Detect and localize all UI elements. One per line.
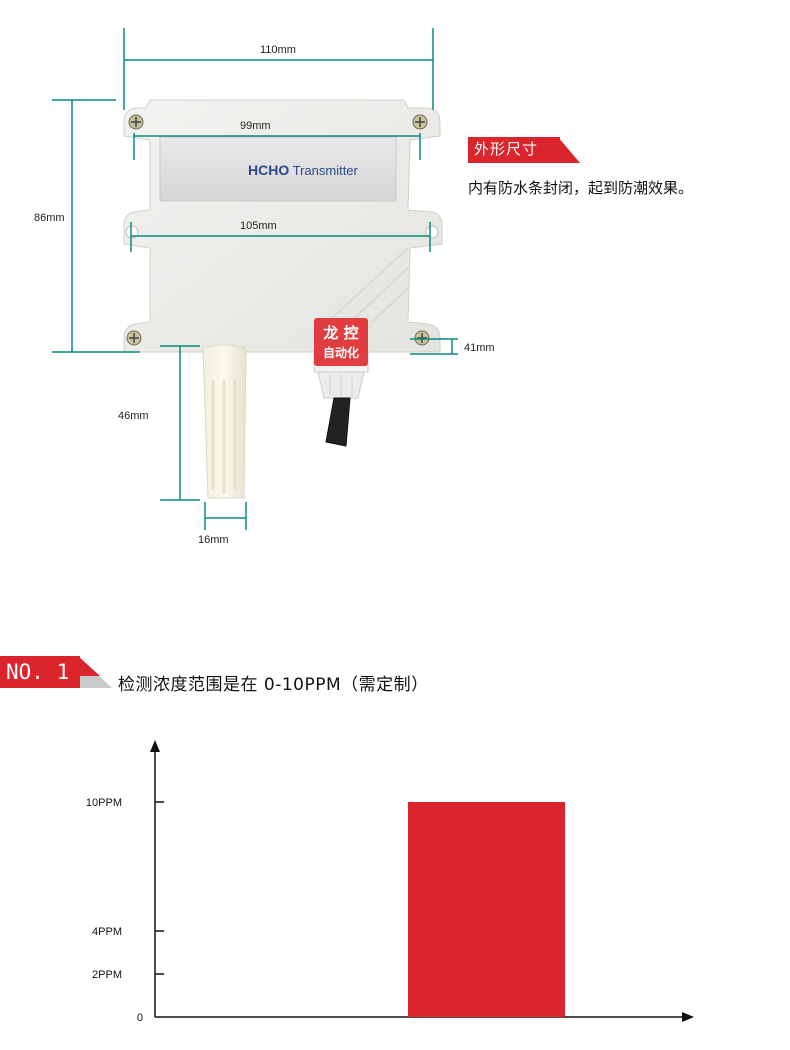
no1-tag: NO. 1 <box>0 656 80 688</box>
bar <box>408 802 565 1017</box>
dim-width-mount: 105mm <box>240 220 277 232</box>
y-tick-label: 0 <box>137 1012 143 1024</box>
range-chart: 0 2PPM 4PPM 10PPM <box>86 740 694 1024</box>
cable <box>325 397 351 447</box>
dim-probe-width: 16mm <box>198 534 229 546</box>
device-drawing <box>52 28 458 530</box>
section-title-dimensions: 外形尺寸 <box>468 137 560 163</box>
screw-top-left <box>128 114 144 130</box>
dim-depth: 41mm <box>464 342 495 354</box>
dim-height-total: 86mm <box>34 212 65 224</box>
x-axis-arrow <box>682 1012 694 1022</box>
sensor-probe <box>202 344 247 499</box>
device-label: HCHO Transmitter <box>248 162 358 178</box>
dim-width-label: 99mm <box>240 120 271 132</box>
label-plate <box>159 136 397 202</box>
y-tick-label: 2PPM <box>92 969 122 981</box>
brand-stamp <box>314 318 368 366</box>
stamp-line1: 龙 控 <box>323 324 359 342</box>
dim-width-total: 110mm <box>260 44 296 56</box>
screw-bottom-right <box>414 330 430 346</box>
device-label-brand: HCHO <box>248 162 290 178</box>
y-axis-arrow <box>150 740 160 752</box>
dim-probe-length: 46mm <box>118 410 149 422</box>
y-tick-label: 10PPM <box>86 797 122 809</box>
dimension-lines <box>52 28 458 530</box>
section-description: 内有防水条封闭，起到防潮效果。 <box>468 179 694 197</box>
screw-bottom-left <box>126 330 142 346</box>
no1-tag-arrow <box>78 656 100 676</box>
section-title-arrow <box>558 137 580 163</box>
section2-title: 检测浓度范围是在 0-10PPM（需定制） <box>118 675 429 695</box>
device-label-rest: Transmitter <box>289 163 358 178</box>
screw-top-right <box>412 114 428 130</box>
y-tick-label: 4PPM <box>92 926 122 938</box>
stamp-line2: 自动化 <box>322 346 359 360</box>
